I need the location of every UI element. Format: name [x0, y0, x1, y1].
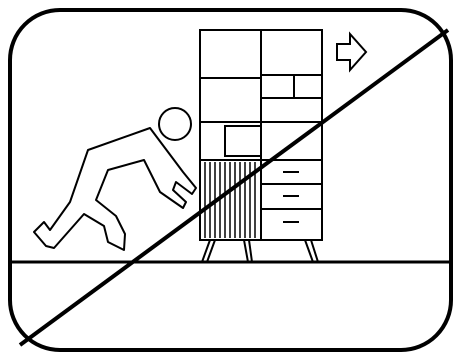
person-head — [159, 108, 191, 140]
person-pushing-icon — [34, 108, 196, 250]
cabinet-icon — [200, 30, 322, 262]
cabinet-leg-mid — [244, 240, 252, 262]
slatted-door — [205, 162, 255, 238]
arrow-right-icon — [337, 34, 366, 70]
cabinet-leg-right — [305, 240, 318, 262]
cabinet-leg-left — [202, 240, 215, 262]
